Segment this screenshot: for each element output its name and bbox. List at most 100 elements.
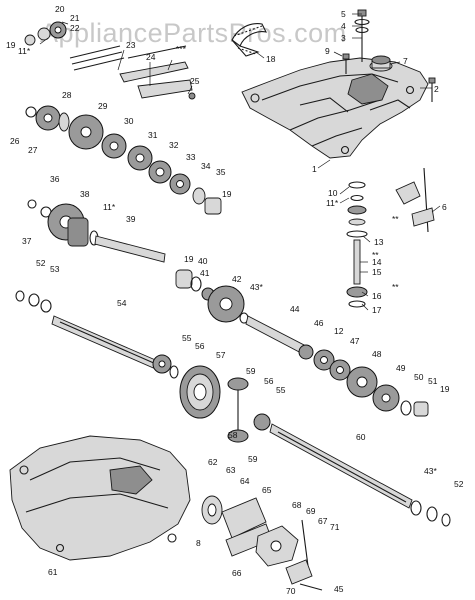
callout-40: 40 [198, 256, 208, 266]
callout-asterisks-shaft-3: ** [392, 282, 399, 292]
callout-69: 69 [306, 506, 316, 516]
top-fasteners [342, 9, 436, 102]
brake-assembly [201, 495, 323, 591]
callout-70: 70 [286, 586, 296, 596]
callout-52b: 52 [454, 479, 464, 489]
callout-19d: 19 [440, 384, 450, 394]
right-axle [269, 423, 451, 527]
callout-24: 24 [146, 52, 156, 62]
callout-27: 27 [28, 145, 38, 155]
callout-48: 48 [372, 349, 382, 359]
callout-52a: 52 [36, 258, 46, 268]
callout-11c: 11* [103, 202, 116, 212]
callout-46: 46 [314, 318, 324, 328]
callout-44: 44 [290, 304, 300, 314]
callout-51: 51 [428, 376, 438, 386]
cluster-gear [27, 199, 166, 263]
callout-11a: 11* [326, 198, 339, 208]
callout-56b: 56 [264, 376, 274, 386]
callout-55a: 55 [182, 333, 192, 343]
callout-19c: 19 [184, 254, 194, 264]
callout-42: 42 [232, 274, 242, 284]
callout-28: 28 [62, 90, 72, 100]
callout-60: 60 [356, 432, 366, 442]
callout-asterisks-shaft-2: ** [372, 250, 379, 260]
shift-bracket [395, 167, 435, 233]
callout-68: 68 [292, 500, 302, 510]
callout-18: 18 [266, 54, 276, 64]
callout-55b: 55 [276, 385, 286, 395]
callout-32: 32 [169, 140, 179, 150]
callout-56a: 56 [195, 341, 205, 351]
callout-39: 39 [126, 214, 136, 224]
bevel-pinion [227, 377, 271, 443]
callout-34: 34 [201, 161, 211, 171]
callout-47: 47 [350, 336, 360, 346]
callout-12: 12 [334, 326, 344, 336]
callout-35: 35 [216, 167, 226, 177]
callout-25: 25 [190, 76, 200, 86]
callout-13: 13 [374, 237, 384, 247]
callout-8: 8 [196, 538, 201, 548]
callout-19b: 19 [222, 189, 232, 199]
callout-21: 21 [70, 13, 80, 23]
callout-57: 57 [216, 350, 226, 360]
callout-19a: 19 [6, 40, 16, 50]
vertical-shaft-stack [346, 181, 368, 308]
callout-33: 33 [186, 152, 196, 162]
callout-38: 38 [80, 189, 90, 199]
callout-6: 6 [442, 202, 447, 212]
callout-49: 49 [396, 363, 406, 373]
callout-16: 16 [372, 291, 382, 301]
upper-housing [241, 57, 429, 159]
callout-15: 15 [372, 267, 382, 277]
callout-53: 53 [50, 264, 60, 274]
callout-50: 50 [414, 372, 424, 382]
callout-5: 5 [341, 9, 346, 19]
callout-asterisks-top: *** [176, 44, 187, 54]
callout-61: 61 [48, 567, 58, 577]
callout-43a: 43* [250, 282, 263, 292]
callout-67: 67 [318, 516, 328, 526]
callout-58: 58 [228, 430, 238, 440]
callout-71: 71 [330, 522, 340, 532]
callout-10: 10 [328, 188, 338, 198]
callout-37: 37 [22, 236, 32, 246]
callout-1: 1 [312, 164, 317, 174]
callout-labels: 1 2 3 4 5 6 7 8 9 10 11* 11* 11* 12 13 1… [6, 4, 464, 596]
callout-59a: 59 [246, 366, 256, 376]
callout-17: 17 [372, 305, 382, 315]
middle-shaft-assembly [175, 269, 429, 417]
left-washers [15, 290, 52, 313]
callout-asterisks-shaft: ** [392, 214, 399, 224]
callout-3: 3 [341, 33, 346, 43]
callout-22: 22 [70, 23, 80, 33]
callout-11b: 11* [18, 46, 31, 56]
drive-chain [231, 23, 267, 57]
callout-29: 29 [98, 101, 108, 111]
watermark-text: AppliancePartsPros.com [40, 18, 347, 48]
lower-housing [9, 435, 191, 561]
callout-20: 20 [55, 4, 65, 14]
callout-9: 9 [325, 46, 330, 56]
differential-left [152, 354, 221, 419]
callout-62: 62 [208, 457, 218, 467]
countershaft-gears [25, 105, 222, 215]
callout-45: 45 [334, 584, 344, 594]
callout-36: 36 [50, 174, 60, 184]
callout-54: 54 [117, 298, 127, 308]
shift-assembly-top [24, 21, 196, 100]
callout-26: 26 [10, 136, 20, 146]
leader-lines [39, 13, 441, 311]
callout-65: 65 [262, 485, 272, 495]
callout-43b: 43* [424, 466, 437, 476]
callout-64: 64 [240, 476, 250, 486]
long-axle [51, 315, 161, 371]
callout-30: 30 [124, 116, 134, 126]
callout-66: 66 [232, 568, 242, 578]
callout-63: 63 [226, 465, 236, 475]
callout-59b: 59 [248, 454, 258, 464]
callout-4: 4 [341, 21, 346, 31]
callout-23: 23 [126, 40, 136, 50]
